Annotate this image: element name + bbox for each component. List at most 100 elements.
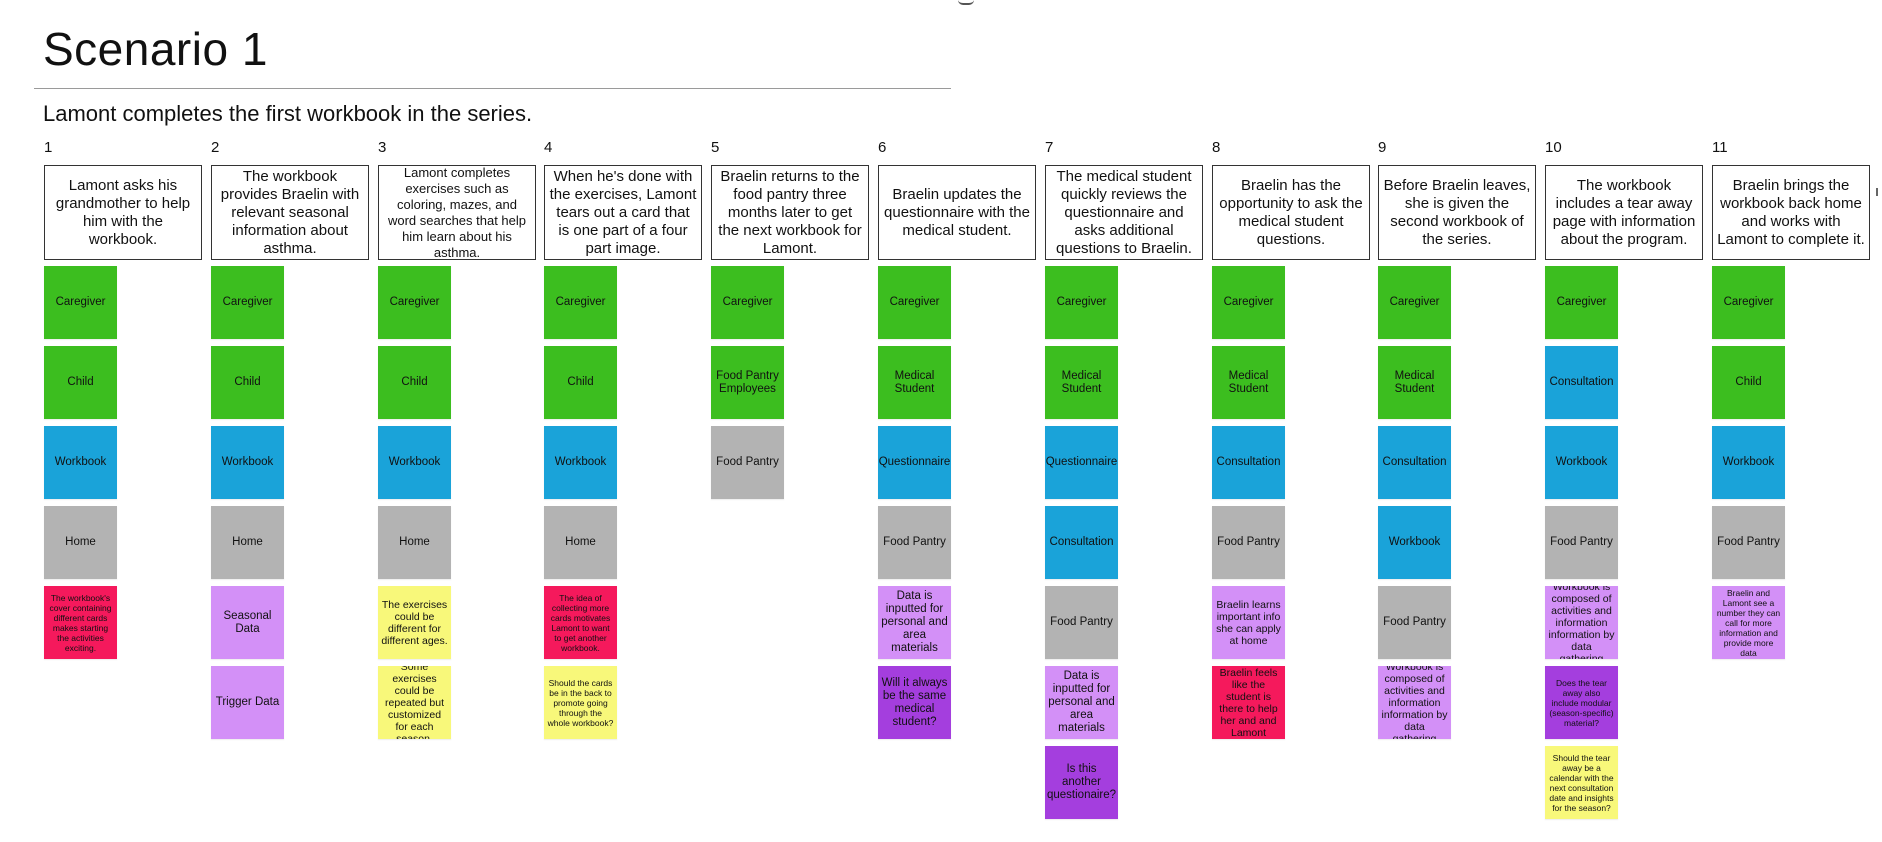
sticky-note[interactable]: Workbook [544, 426, 617, 499]
sticky-note[interactable]: Home [378, 506, 451, 579]
step-description-card[interactable]: Braelin brings the workbook back home an… [1712, 165, 1870, 260]
sticky-note[interactable]: Food Pantry [1045, 586, 1118, 659]
step-description-text: Braelin returns to the food pantry three… [718, 167, 862, 257]
sticky-note-text: Should the tear away be a calendar with … [1549, 752, 1614, 813]
sticky-note[interactable]: Medical Student [1212, 346, 1285, 419]
sticky-note[interactable]: Consultation [1212, 426, 1285, 499]
sticky-note[interactable]: Caregiver [1212, 266, 1285, 339]
sticky-note[interactable]: Child [544, 346, 617, 419]
sticky-note-text: Braelin and Lamont see a number they can… [1716, 587, 1781, 658]
step-description-card[interactable]: When he's done with the exercises, Lamon… [544, 165, 702, 260]
step-description-card[interactable]: Lamont completes exercises such as color… [378, 165, 536, 260]
step-description-card[interactable]: The workbook includes a tear away page w… [1545, 165, 1703, 260]
step-description-card[interactable]: Lamont asks his grandmother to help him … [44, 165, 202, 260]
sticky-note[interactable]: Medical Student [1045, 346, 1118, 419]
sticky-note-text: Workbook is composed of activities and i… [1548, 586, 1615, 659]
sticky-note[interactable]: Workbook [378, 426, 451, 499]
sticky-note[interactable]: Caregiver [1712, 266, 1785, 339]
step-number: 8 [1212, 139, 1221, 156]
sticky-note[interactable]: Food Pantry Employees [711, 346, 784, 419]
sticky-note[interactable]: Does the tear away also include modular … [1545, 666, 1618, 739]
sticky-note[interactable]: Should the tear away be a calendar with … [1545, 746, 1618, 819]
sticky-note[interactable]: Child [1712, 346, 1785, 419]
sticky-note[interactable]: Child [378, 346, 451, 419]
sticky-note-text: Medical Student [1061, 369, 1102, 395]
step-description-text: When he's done with the exercises, Lamon… [549, 167, 697, 257]
sticky-note[interactable]: Data is inputted for personal and area m… [1045, 666, 1118, 739]
step-description-card[interactable]: The workbook provides Braelin with relev… [211, 165, 369, 260]
sticky-note[interactable]: Caregiver [44, 266, 117, 339]
step-description-text: The workbook includes a tear away page w… [1552, 176, 1696, 248]
sticky-note[interactable]: Consultation [1545, 346, 1618, 419]
sticky-note[interactable]: Food Pantry [1545, 506, 1618, 579]
sticky-note[interactable]: Questionnaire [878, 426, 951, 499]
sticky-note[interactable]: Caregiver [378, 266, 451, 339]
sticky-note[interactable]: Questionnaire [1045, 426, 1118, 499]
sticky-note[interactable]: Caregiver [1545, 266, 1618, 339]
step-description-card[interactable]: Before Braelin leaves, she is given the … [1378, 165, 1536, 260]
sticky-note-text: Consultation [1216, 456, 1281, 468]
sticky-note[interactable]: Data is inputted for personal and area m… [878, 586, 951, 659]
sticky-note[interactable]: Braelin learns important info she can ap… [1212, 586, 1285, 659]
sticky-note[interactable]: Trigger Data [211, 666, 284, 739]
sticky-note[interactable]: Braelin and Lamont see a number they can… [1712, 586, 1785, 659]
sticky-note[interactable]: Food Pantry [878, 506, 951, 579]
sticky-note[interactable]: Consultation [1378, 426, 1451, 499]
sticky-note[interactable]: Medical Student [878, 346, 951, 419]
sticky-note-text: Food Pantry [1217, 536, 1280, 548]
sticky-note-text: Caregiver [889, 296, 940, 308]
step-description-text: The workbook provides Braelin with relev… [220, 167, 360, 257]
sticky-note[interactable]: Consultation [1045, 506, 1118, 579]
step-number: 1 [44, 139, 53, 156]
sticky-note-text: Child [234, 376, 261, 388]
sticky-note-text: Medical Student [894, 369, 935, 395]
step-description-card[interactable]: Braelin has the opportunity to ask the m… [1212, 165, 1370, 260]
sticky-note[interactable]: Workbook [1378, 506, 1451, 579]
sticky-note[interactable]: Workbook [1545, 426, 1618, 499]
step-description-card[interactable]: The medical student quickly reviews the … [1045, 165, 1203, 260]
step-description-card[interactable]: Braelin updates the questionnaire with t… [878, 165, 1036, 260]
sticky-note[interactable]: Caregiver [711, 266, 784, 339]
sticky-note[interactable]: Braelin feels like the student is there … [1212, 666, 1285, 739]
sticky-note[interactable]: Will it always be the same medical stude… [878, 666, 951, 739]
sticky-note[interactable]: The workbook's cover containing differen… [44, 586, 117, 659]
sticky-note[interactable]: Caregiver [544, 266, 617, 339]
sticky-note[interactable]: Food Pantry [1212, 506, 1285, 579]
sticky-note-text: Workbook [1388, 536, 1441, 548]
sticky-note-text: Food Pantry Employees [716, 369, 779, 395]
sticky-note-text: Caregiver [1056, 296, 1107, 308]
sticky-note[interactable]: Home [44, 506, 117, 579]
step-description-card[interactable]: Braelin returns to the food pantry three… [711, 165, 869, 260]
sticky-note-text: Does the tear away also include modular … [1549, 677, 1614, 728]
sticky-note-text: Consultation [1549, 376, 1614, 388]
sticky-note[interactable]: Is this another questionaire? [1045, 746, 1118, 819]
sticky-note[interactable]: Home [544, 506, 617, 579]
sticky-note[interactable]: Food Pantry [1712, 506, 1785, 579]
sticky-note-text: Home [232, 536, 263, 548]
step-description-text: Braelin updates the questionnaire with t… [884, 185, 1030, 239]
sticky-note[interactable]: Caregiver [878, 266, 951, 339]
sticky-note[interactable]: Caregiver [1045, 266, 1118, 339]
sticky-note[interactable]: Workbook is composed of activities and i… [1545, 586, 1618, 659]
sticky-note[interactable]: Home [211, 506, 284, 579]
sticky-note[interactable]: Food Pantry [1378, 586, 1451, 659]
sticky-note[interactable]: Food Pantry [711, 426, 784, 499]
sticky-note[interactable]: Workbook [1712, 426, 1785, 499]
sticky-note[interactable]: Should the cards be in the back to promo… [544, 666, 617, 739]
sticky-note[interactable]: Workbook is composed of activities and i… [1378, 666, 1451, 739]
sticky-note[interactable]: Caregiver [211, 266, 284, 339]
sticky-note[interactable]: Caregiver [1378, 266, 1451, 339]
sticky-note[interactable]: Workbook [44, 426, 117, 499]
step-description-text: Before Braelin leaves, she is given the … [1383, 176, 1531, 248]
sticky-note[interactable]: Child [211, 346, 284, 419]
sticky-note[interactable]: Medical Student [1378, 346, 1451, 419]
sticky-note[interactable]: The idea of collecting more cards motiva… [544, 586, 617, 659]
sticky-note-text: Medical Student [1228, 369, 1269, 395]
sticky-note-text: Workbook [1722, 456, 1775, 468]
step-number: 5 [711, 139, 720, 156]
sticky-note[interactable]: Workbook [211, 426, 284, 499]
sticky-note[interactable]: Child [44, 346, 117, 419]
sticky-note[interactable]: The exercises could be different for dif… [378, 586, 451, 659]
sticky-note[interactable]: Some exercises could be repeated but cus… [378, 666, 451, 739]
sticky-note[interactable]: Seasonal Data [211, 586, 284, 659]
